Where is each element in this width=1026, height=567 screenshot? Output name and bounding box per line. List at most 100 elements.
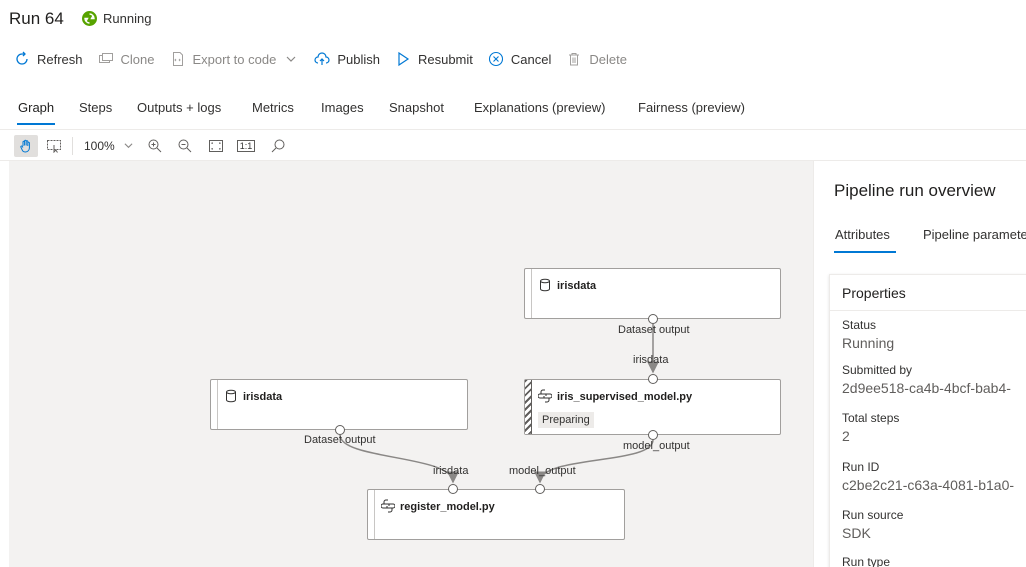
actual-size-button[interactable]: 1:1 — [234, 135, 258, 157]
node-title: irisdata — [243, 391, 283, 403]
port-label-irisdata: irisdata — [433, 465, 469, 477]
port-label-dataset-output: Dataset output — [618, 324, 690, 336]
input-port[interactable] — [448, 484, 458, 494]
python-icon — [538, 389, 552, 403]
zoom-out-button[interactable] — [173, 135, 197, 157]
edge-model-to-register — [534, 439, 654, 484]
active-tab-indicator — [17, 123, 55, 125]
tab-graph[interactable]: Graph — [18, 100, 55, 115]
cancel-circle-icon — [488, 51, 504, 67]
panel-title: Pipeline run overview — [834, 181, 996, 200]
fit-to-screen-button[interactable] — [204, 135, 228, 157]
cancel-label: Cancel — [510, 51, 552, 67]
database-icon — [540, 278, 550, 292]
tab-metrics[interactable]: Metrics — [252, 100, 294, 115]
node-title: iris_supervised_model.py — [557, 391, 693, 403]
node-running-bar — [525, 380, 532, 434]
refresh-icon — [14, 51, 30, 67]
port-label-model-output: model_output — [509, 465, 576, 477]
play-icon — [395, 51, 411, 67]
command-toolbar: Refresh Clone Export to code Publish — [14, 48, 642, 70]
step-node-iris-supervised-model[interactable]: iris_supervised_model.py Preparing — [524, 379, 781, 435]
dataset-node-irisdata[interactable]: irisdata — [524, 268, 781, 319]
prop-value-total-steps: 2 — [842, 428, 850, 444]
output-port[interactable] — [648, 430, 658, 440]
clone-button[interactable]: Clone — [98, 51, 155, 67]
port-label-model-output: model_output — [623, 440, 690, 452]
status-text: Running — [103, 11, 152, 26]
prop-label-total-steps: Total steps — [842, 411, 900, 425]
node-title: irisdata — [557, 280, 597, 292]
export-code-icon — [170, 51, 186, 67]
zoom-in-button[interactable] — [143, 135, 167, 157]
refresh-button[interactable]: Refresh — [14, 51, 83, 67]
chevron-down-icon — [283, 51, 299, 67]
cloud-upload-icon — [314, 51, 330, 67]
zoom-in-icon — [148, 139, 162, 153]
resubmit-label: Resubmit — [417, 51, 473, 67]
python-icon — [381, 499, 395, 513]
node-status-bar — [368, 490, 375, 539]
pan-tool-button[interactable] — [14, 135, 38, 157]
toolbar-separator — [72, 137, 73, 155]
zoom-level-value: 100% — [84, 139, 115, 153]
tab-pipeline-parameters[interactable]: Pipeline paramete — [923, 227, 1026, 242]
delete-label: Delete — [589, 51, 627, 67]
status-badge: Preparing — [538, 412, 594, 428]
edge-irisdata-to-register — [339, 434, 459, 484]
port-label-dataset-output: Dataset output — [304, 434, 376, 446]
refresh-label: Refresh — [37, 51, 83, 67]
actual-size-label: 1:1 — [236, 140, 256, 152]
prop-value-run-id: c2be2c21-c63a-4081-b1a0- — [842, 477, 1015, 493]
prop-label-submitted-by: Submitted by — [842, 363, 913, 377]
tab-fairness[interactable]: Fairness (preview) — [638, 100, 745, 115]
prop-label-run-source: Run source — [842, 508, 904, 522]
tab-explanations[interactable]: Explanations (preview) — [474, 100, 606, 115]
prop-value-submitted-by: 2d9ee518-ca4b-4bcf-bab4- — [842, 380, 1011, 396]
properties-divider — [829, 310, 1026, 311]
prop-label-run-type: Run type — [842, 555, 891, 567]
hand-icon — [20, 139, 30, 153]
output-port[interactable] — [648, 314, 658, 324]
search-icon — [271, 139, 285, 153]
publish-button[interactable]: Publish — [314, 51, 380, 67]
run-title: Run 64 — [9, 9, 64, 28]
prop-value-status: Running — [842, 335, 895, 351]
publish-label: Publish — [337, 51, 380, 67]
properties-card — [829, 274, 1026, 567]
export-to-code-button[interactable]: Export to code — [170, 51, 300, 67]
input-port[interactable] — [648, 374, 658, 384]
marquee-select-icon — [47, 140, 61, 153]
tab-outputs-logs[interactable]: Outputs + logs — [137, 100, 222, 115]
output-port[interactable] — [335, 425, 345, 435]
tab-steps[interactable]: Steps — [79, 100, 113, 115]
delete-button[interactable]: Delete — [566, 51, 627, 67]
port-label-irisdata: irisdata — [633, 354, 669, 366]
export-label: Export to code — [192, 51, 277, 67]
clone-label: Clone — [120, 51, 155, 67]
node-status-bar — [211, 380, 218, 429]
search-graph-button[interactable] — [266, 135, 290, 157]
prop-value-run-source: SDK — [842, 525, 871, 541]
node-status-bar — [525, 269, 532, 318]
graph-toolbar: 100% 1:1 — [0, 131, 1026, 161]
step-node-register-model[interactable]: register_model.py — [367, 489, 625, 540]
trash-icon — [566, 51, 582, 67]
database-icon — [226, 389, 236, 403]
graph-edges — [339, 324, 659, 484]
active-tab-indicator — [834, 251, 896, 253]
dataset-node-irisdata[interactable]: irisdata — [210, 379, 468, 430]
tab-images[interactable]: Images — [321, 100, 364, 115]
resubmit-button[interactable]: Resubmit — [395, 51, 473, 67]
chevron-down-icon — [124, 143, 133, 149]
zoom-level-dropdown[interactable]: 100% — [84, 139, 133, 153]
tab-snapshot[interactable]: Snapshot — [389, 100, 444, 115]
tab-attributes[interactable]: Attributes — [835, 227, 890, 242]
fit-screen-icon — [209, 140, 223, 152]
status-indicator: Running — [82, 11, 151, 26]
select-tool-button[interactable] — [42, 135, 66, 157]
input-port[interactable] — [535, 484, 545, 494]
prop-label-run-id: Run ID — [842, 460, 880, 474]
cancel-button[interactable]: Cancel — [488, 51, 551, 67]
tabs-divider — [0, 129, 1026, 130]
